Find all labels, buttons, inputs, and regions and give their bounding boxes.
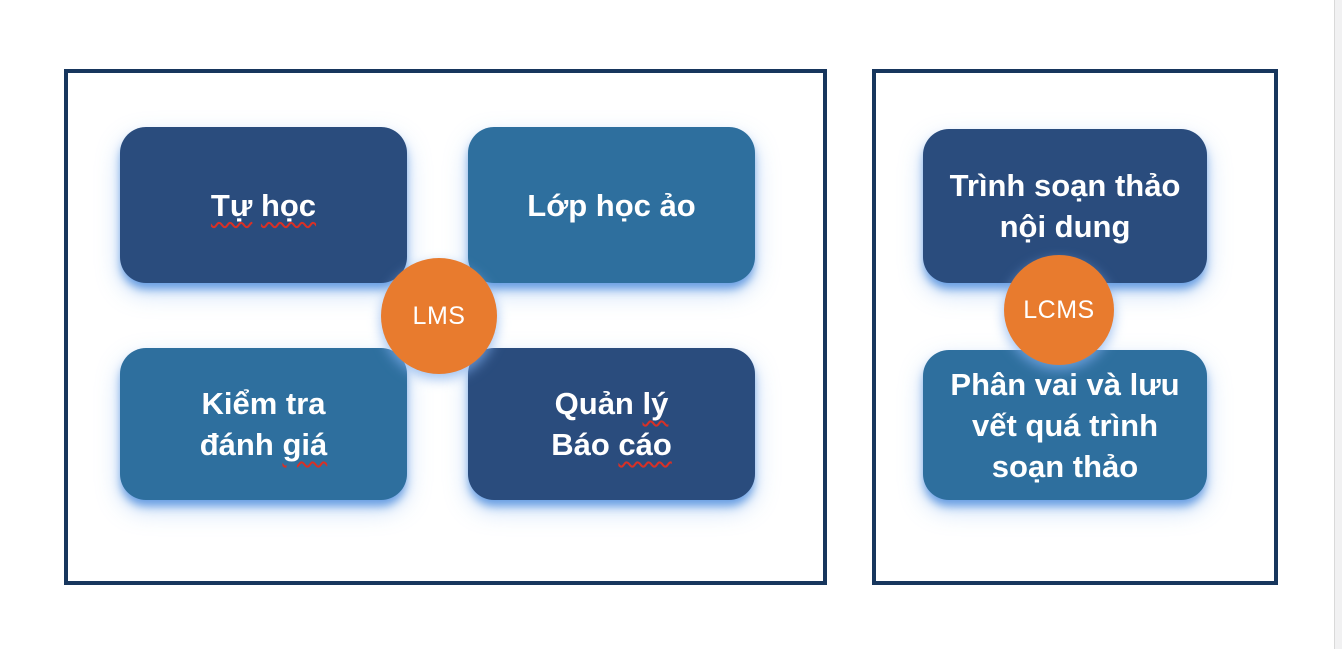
box-quan-ly-bao-cao[interactable]: Quản lý Báo cáo [468, 348, 755, 500]
box-tu-hoc[interactable]: Tự học [120, 127, 407, 283]
box-label-word: Trình soạn thảo [949, 168, 1181, 203]
box-label-line: Lớp học ảo [527, 185, 695, 226]
lcms-hub-label: LCMS [1023, 295, 1095, 324]
box-label-word: Báo [551, 427, 610, 462]
box-label-word: đánh [199, 427, 274, 462]
box-label-word: Lớp học ảo [527, 187, 696, 223]
box-label-word: cáo [618, 427, 672, 462]
box-label-line: vết quá trình [972, 405, 1158, 446]
box-label-line: Phân vai và lưu [950, 364, 1179, 405]
lcms-hub-circle[interactable]: LCMS [1004, 255, 1114, 365]
lms-hub-circle[interactable]: LMS [381, 258, 497, 374]
box-label-word: nội dung [999, 209, 1131, 244]
lcms-panel-frame[interactable]: Trình soạn thảo nội dung Phân vai và lưu… [872, 69, 1278, 585]
slide-edge-strip [1334, 0, 1342, 649]
lms-panel-frame[interactable]: Tự học Lớp học ảo Kiểm tra đánh giá Quản… [64, 69, 827, 585]
box-phan-vai-luu-vet[interactable]: Phân vai và lưu vết quá trình soạn thảo [923, 350, 1207, 500]
box-label-line: Trình soạn thảo [950, 165, 1181, 206]
box-label-word: Kiểm tra [201, 386, 326, 421]
box-label-word: vết quá trình [971, 407, 1158, 443]
box-label-word: lý [642, 386, 669, 421]
box-label-line: nội dung [1000, 206, 1131, 247]
box-label-line: đánh giá [200, 424, 327, 465]
box-label-line: soạn thảo [992, 446, 1138, 487]
box-label-word: giá [282, 427, 328, 462]
box-label-word: học [260, 187, 317, 223]
box-label-line: Báo cáo [551, 424, 672, 465]
box-label-line: Kiểm tra [201, 383, 325, 424]
box-kiem-tra-danh-gia[interactable]: Kiểm tra đánh giá [120, 348, 407, 500]
box-label-word: Tự [210, 187, 253, 223]
box-label-word: soạn thảo [991, 448, 1139, 484]
box-label-line: Tự học [211, 185, 316, 226]
box-label-word: Quản [554, 386, 634, 421]
box-lop-hoc-ao[interactable]: Lớp học ảo [468, 127, 755, 283]
box-label-word: Phân vai và lưu [950, 366, 1180, 402]
box-label-line: Quản lý [555, 383, 669, 424]
lms-hub-label: LMS [412, 301, 466, 330]
